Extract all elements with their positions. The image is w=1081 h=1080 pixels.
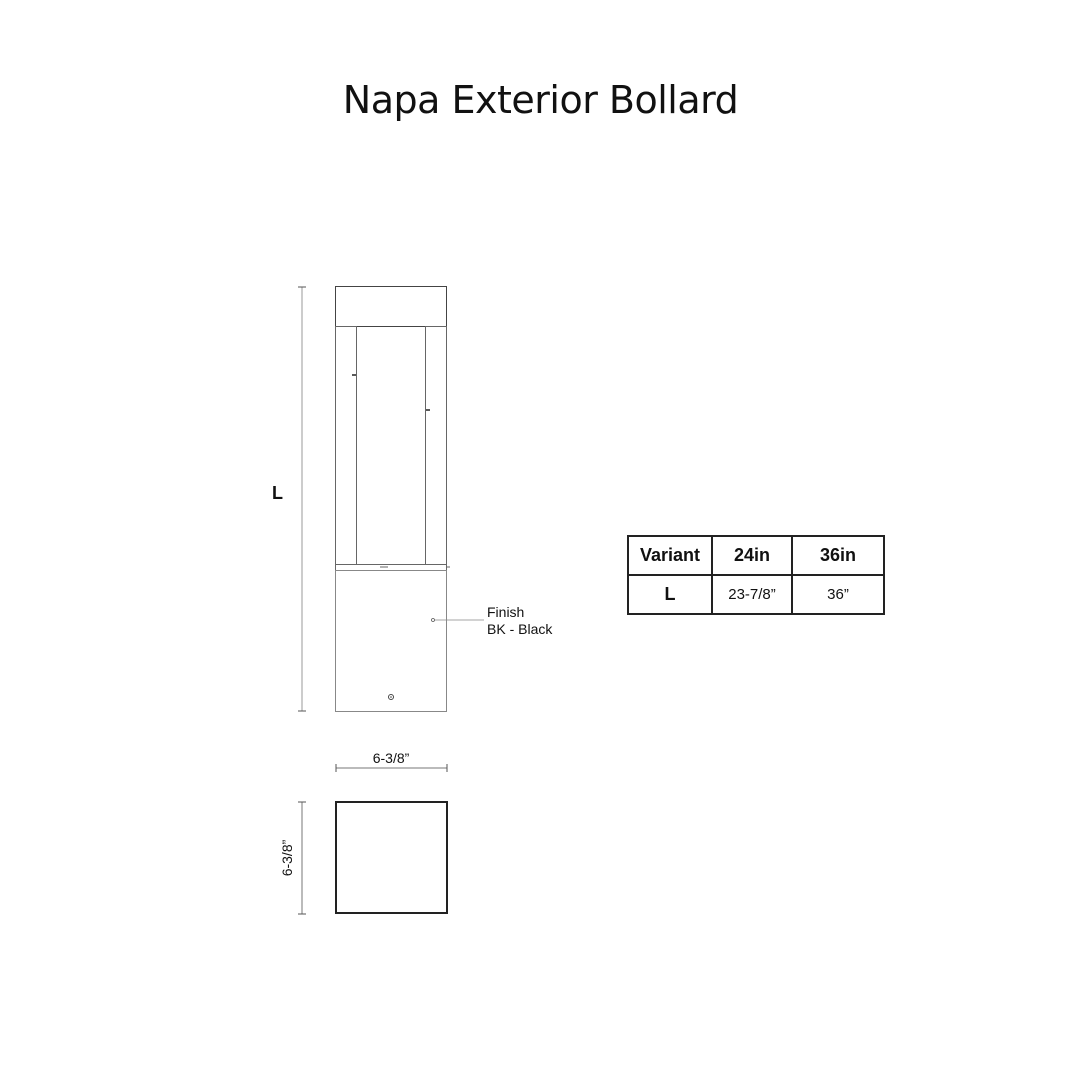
screw-icon <box>388 694 394 700</box>
depth-label: 6-3/8” <box>279 839 295 876</box>
finish-leader <box>431 618 484 622</box>
bollard-right-post <box>425 326 447 565</box>
header-variant: Variant <box>627 535 713 576</box>
bollard-left-post <box>335 326 357 565</box>
bollard-base <box>335 570 447 712</box>
cell-24in-l: 23-7/8” <box>711 574 793 615</box>
header-36in: 36in <box>791 535 885 576</box>
bollard-plan-view <box>335 801 448 914</box>
header-24in: 24in <box>711 535 793 576</box>
height-dimension <box>298 286 306 712</box>
height-label: L <box>272 483 283 503</box>
depth-dimension <box>298 801 306 915</box>
bollard-elevation <box>335 286 450 712</box>
page-title: Napa Exterior Bollard <box>342 78 739 122</box>
finish-value: BK - Black <box>487 621 553 637</box>
width-label: 6-3/8” <box>373 750 410 766</box>
width-dimension <box>335 764 448 772</box>
finish-heading: Finish <box>487 604 525 620</box>
table-row: L 23-7/8” 36” <box>627 574 885 615</box>
row-label-l: L <box>627 574 713 615</box>
table-header-row: Variant 24in 36in <box>627 535 885 576</box>
bollard-band <box>335 564 447 571</box>
finish-callout: Finish BK - Black <box>487 604 552 638</box>
variant-table: Variant 24in 36in L 23-7/8” 36” <box>627 535 885 615</box>
bollard-cap <box>335 286 447 327</box>
cell-36in-l: 36” <box>791 574 885 615</box>
